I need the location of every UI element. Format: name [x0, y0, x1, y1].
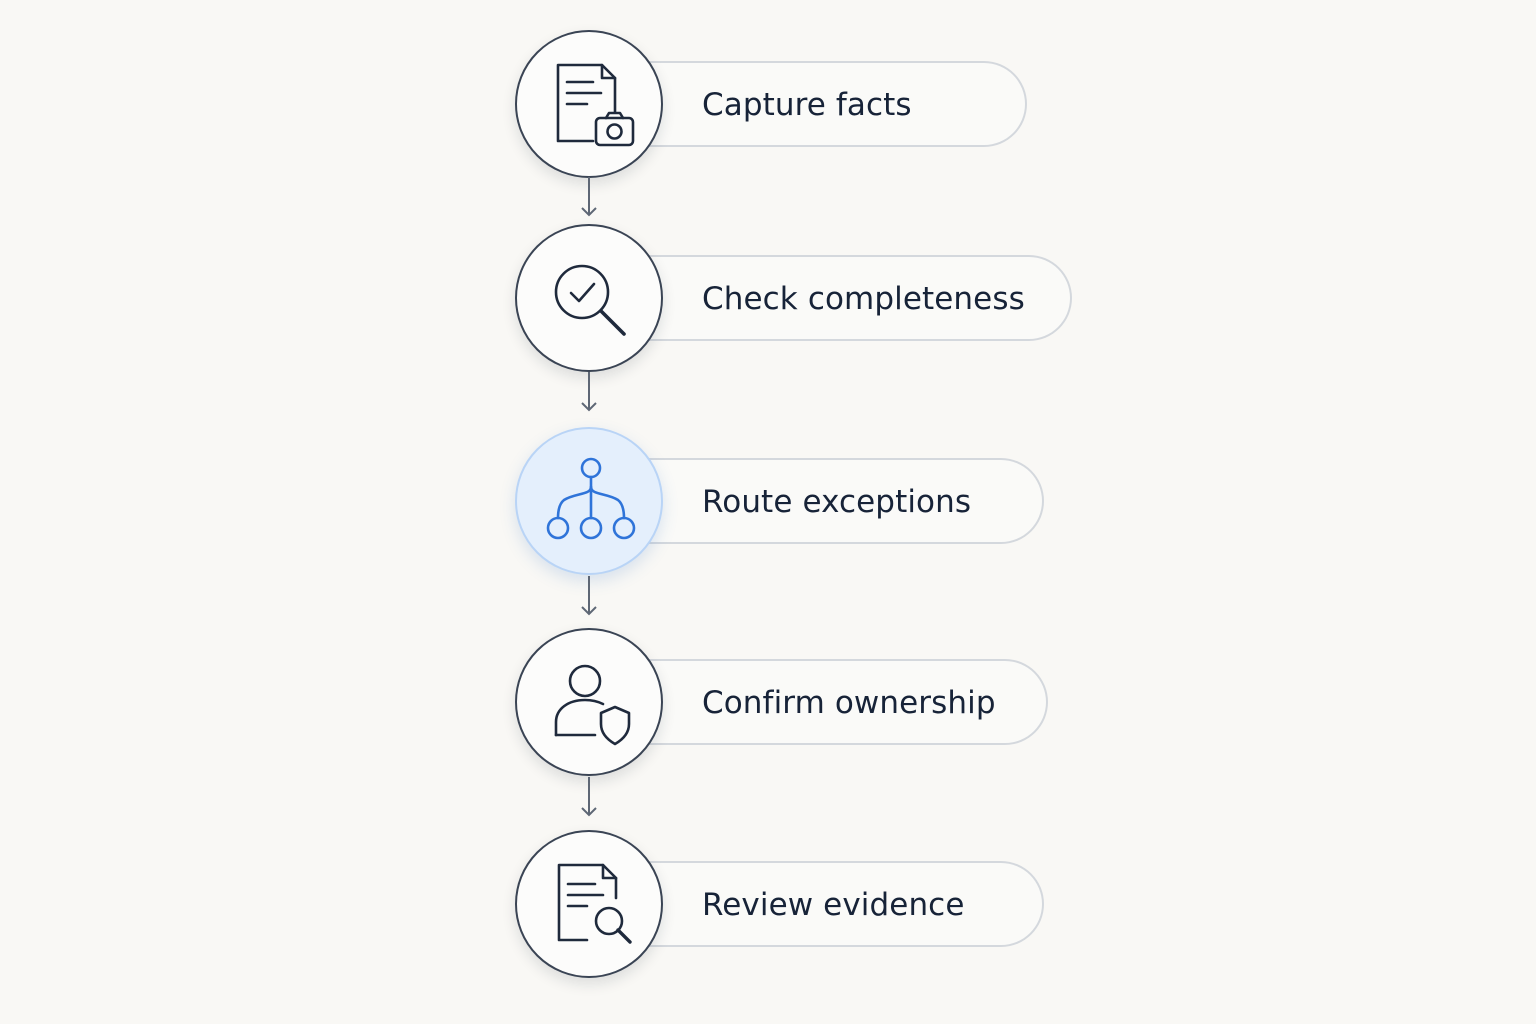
- flow-arrow: [581, 576, 597, 616]
- step-icon-circle-active: [515, 427, 663, 575]
- document-search-icon: [557, 863, 632, 944]
- step-review-evidence: Review evidence: [0, 830, 1536, 980]
- magnifier-check-icon: [554, 264, 626, 336]
- step-icon-circle: [515, 830, 663, 978]
- hierarchy-tree-icon: [546, 457, 636, 540]
- flow-arrow: [581, 372, 597, 412]
- document-camera-icon: [556, 63, 635, 147]
- step-confirm-ownership: Confirm ownership: [0, 628, 1536, 778]
- user-shield-icon: [554, 664, 631, 746]
- step-icon-circle: [515, 224, 663, 372]
- step-check-completeness: Check completeness: [0, 224, 1536, 374]
- step-capture-facts: Capture facts: [0, 30, 1536, 180]
- step-label: Confirm ownership: [702, 685, 996, 721]
- flow-arrow: [581, 177, 597, 217]
- step-label: Route exceptions: [702, 484, 972, 520]
- step-label: Capture facts: [702, 87, 912, 123]
- step-label-pill: [600, 61, 1027, 147]
- step-route-exceptions: Route exceptions: [0, 427, 1536, 577]
- step-label-pill: [600, 861, 1044, 947]
- step-label-pill: [600, 458, 1044, 544]
- flow-arrow: [581, 777, 597, 817]
- step-icon-circle: [515, 30, 663, 178]
- step-label: Check completeness: [702, 281, 1025, 317]
- step-icon-circle: [515, 628, 663, 776]
- step-label-pill: [600, 659, 1048, 745]
- step-label: Review evidence: [702, 887, 965, 923]
- step-label-pill: [600, 255, 1072, 341]
